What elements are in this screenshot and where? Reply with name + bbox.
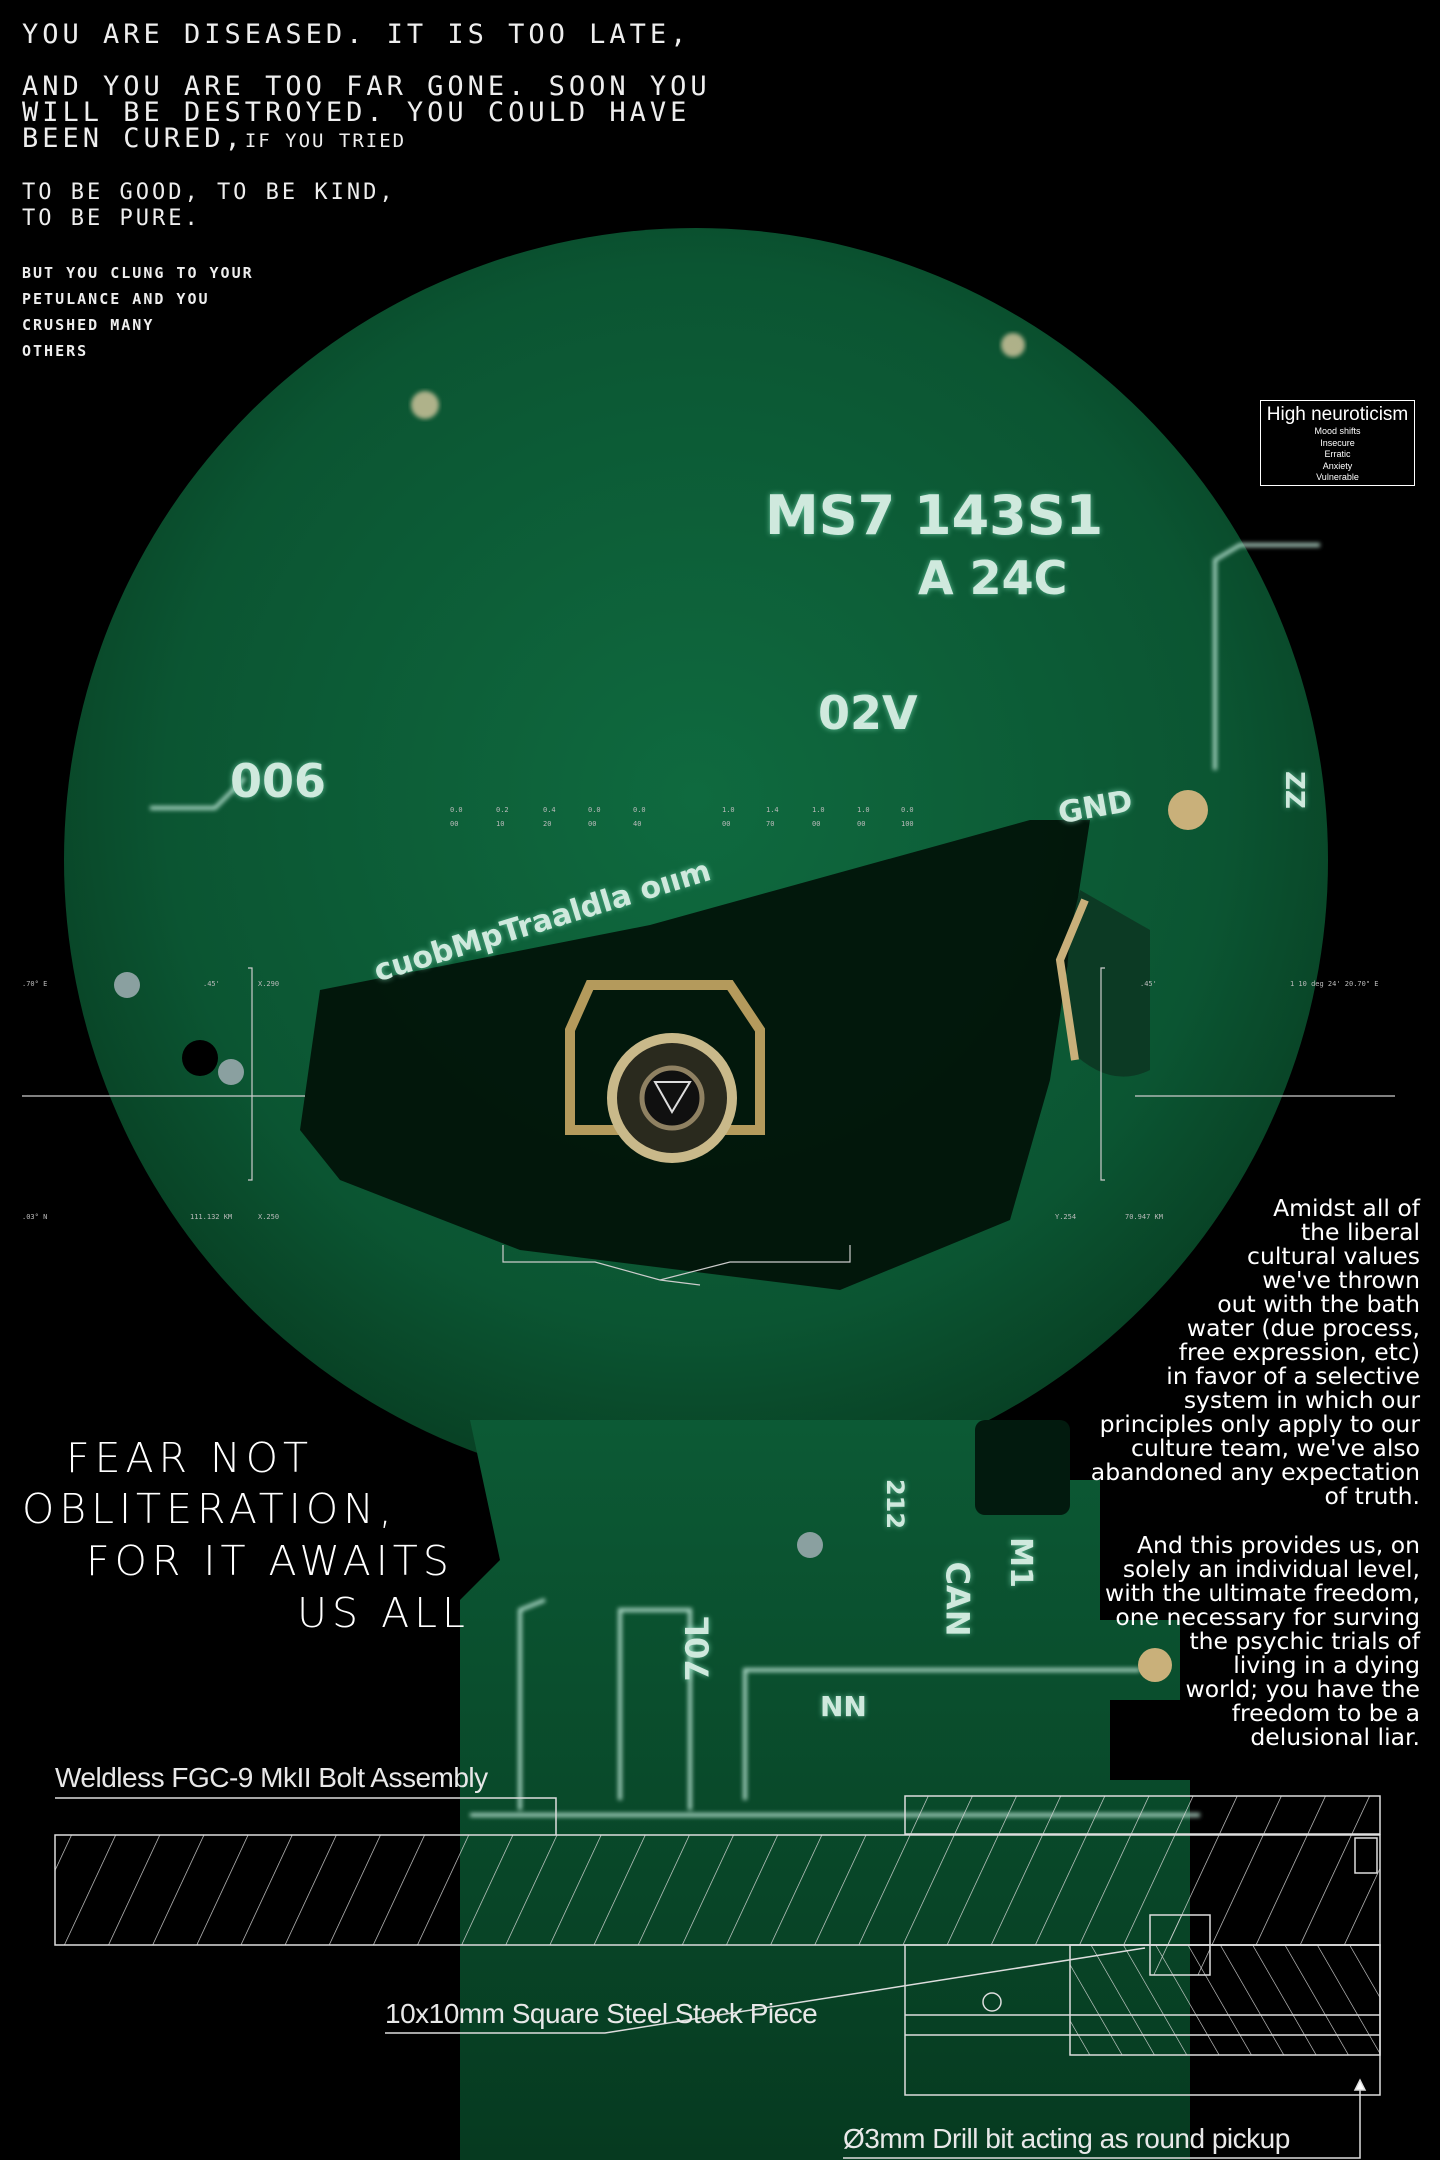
trait-item: Anxiety [1322, 460, 1353, 471]
pcb-part-label: MS7 143S1 [765, 484, 1104, 547]
scale-tick-label: 0.2 [496, 806, 509, 814]
diagram-title: Weldless FGC-9 MkII Bolt Assembly [55, 1762, 488, 1793]
scale-tick-label: 0.4 [543, 806, 556, 814]
poem-line-6: TO BE PURE. [22, 206, 201, 231]
scale-tick-label: 0.0 [450, 806, 463, 814]
scale-tick-label: 00 [588, 820, 597, 828]
hud-readout: 111.132 KM [190, 1213, 233, 1221]
paragraph-line: living in a dying [1233, 1651, 1420, 1679]
pcb-rev-label: A 24C [918, 551, 1068, 605]
pcb-can-label: CAN [938, 1561, 977, 1637]
paragraph-line: water (due process, [1186, 1314, 1420, 1342]
paragraph-line: we've thrown [1262, 1266, 1420, 1294]
pcb-70l-label: 70L [678, 1616, 717, 1682]
scale-tick-label: 0.0 [588, 806, 601, 814]
paragraph-line: abandoned any expectation [1090, 1458, 1420, 1486]
hud-readout: X.290 [258, 980, 280, 988]
pcb-board [64, 228, 1328, 2160]
scale-tick-label: 1.0 [857, 806, 870, 814]
paragraph-line: with the ultimate freedom, [1105, 1579, 1420, 1607]
scale-tick-label: 20 [543, 820, 552, 828]
hud-readout: 1 10 deg 24' 20.70" E [1290, 980, 1379, 988]
paragraph-line: delusional liar. [1250, 1723, 1420, 1751]
paragraph-line: out with the bath [1217, 1290, 1420, 1318]
scale-tick-label: 10 [496, 820, 505, 828]
paragraph-line: cultural values [1247, 1242, 1420, 1270]
pcb-zz-label: ZZ [1278, 771, 1309, 809]
paragraph-line: principles only apply to our [1099, 1410, 1420, 1438]
scale-tick-label: 1.0 [812, 806, 825, 814]
poem-small-2: PETULANCE AND YOU [22, 290, 210, 308]
poem-line-5: TO BE GOOD, TO BE KIND, [22, 180, 396, 205]
hud-readout: .70° E [22, 980, 48, 988]
paragraph-line: culture team, we've also [1131, 1434, 1420, 1462]
poem-small-3: CRUSHED MANY [22, 316, 155, 334]
poem-line-1: YOU ARE DISEASED. IT IS TOO LATE, [22, 19, 691, 50]
poem-line-3: WILL BE DESTROYED. YOU COULD HAVE [22, 97, 691, 128]
paragraph-line: of truth. [1324, 1482, 1420, 1510]
trait-item: Mood shifts [1314, 426, 1361, 436]
poem-line-4-small: IF YOU TRIED [244, 130, 407, 152]
paragraph-line: in favor of a selective [1166, 1362, 1420, 1390]
fear-line-3: FOR IT AWAITS [86, 1537, 454, 1585]
hud-readout: .03° N [22, 1213, 48, 1221]
pcb-num-label: 006 [230, 754, 327, 808]
drill-bit-label: Ø3mm Drill bit acting as round pickup [843, 2123, 1290, 2154]
scale-tick-label: 0.0 [633, 806, 646, 814]
scale-tick-label: 00 [722, 820, 731, 828]
stock-piece-label: 10x10mm Square Steel Stock Piece [385, 1998, 818, 2029]
paragraph-line: system in which our [1183, 1386, 1420, 1414]
hud-readout: 70.947 KM [1125, 1213, 1163, 1221]
scale-tick-label: 00 [450, 820, 459, 828]
fear-line-2: OBLITERATION, [22, 1485, 397, 1533]
scale-tick-label: 1.4 [766, 806, 779, 814]
poem-line-4-main: BEEN CURED, [22, 123, 245, 154]
scale-tick-label: 00 [857, 820, 866, 828]
scale-tick-label: 100 [901, 820, 914, 828]
paragraph-line: world; you have the [1185, 1675, 1420, 1703]
trait-item: Insecure [1320, 437, 1355, 448]
scale-tick-label: 00 [812, 820, 821, 828]
pcb-212-label: 212 [881, 1478, 910, 1530]
paragraph-line: one necessary for surving [1115, 1603, 1420, 1631]
fear-line-1: FEAR NOT [66, 1434, 314, 1482]
pcb-volt-label: 02V [818, 686, 918, 740]
poem-small-1: BUT YOU CLUNG TO YOUR [22, 264, 254, 282]
hud-readout: .45' [1140, 980, 1157, 988]
trait-box: High neuroticism Mood shifts Insecure Er… [1260, 400, 1415, 486]
hud-readout: Y.254 [1055, 1213, 1077, 1221]
scale-tick-label: 0.0 [901, 806, 914, 814]
paragraph-line: free expression, etc) [1178, 1338, 1420, 1366]
trait-title: High neuroticism [1266, 404, 1409, 425]
paragraph-line: solely an individual level, [1122, 1555, 1420, 1583]
scale-tick-label: 1.0 [722, 806, 735, 814]
trait-item: Vulnerable [1316, 472, 1359, 482]
poem-small-4: OTHERS [22, 342, 89, 360]
poem-line-2: AND YOU ARE TOO FAR GONE. SOON YOU [22, 71, 711, 102]
trait-item: Erratic [1324, 449, 1351, 459]
paragraph-line: the psychic trials of [1189, 1627, 1420, 1655]
pcb-m1-label: M1 [1002, 1537, 1038, 1588]
fear-line-4: US ALL [297, 1589, 470, 1637]
paragraph-line: Amidst all of [1273, 1194, 1420, 1222]
scale-tick-label: 70 [766, 820, 775, 828]
bolt-assembly-diagram [54, 1795, 1381, 2159]
scale-tick-label: 40 [633, 820, 642, 828]
hud-readout: .45' [203, 980, 220, 988]
paragraph-line: And this provides us, on [1136, 1531, 1420, 1559]
paragraph-line: freedom to be a [1231, 1699, 1420, 1727]
hud-overlay [22, 967, 1395, 1286]
hud-readout: X.250 [258, 1213, 280, 1221]
connector-component [565, 980, 765, 1163]
poem-line-4: BEEN CURED,IF YOU TRIED [22, 123, 407, 154]
paragraph-line: the liberal [1300, 1218, 1420, 1246]
pcb-nn-label: NN [820, 1690, 867, 1723]
